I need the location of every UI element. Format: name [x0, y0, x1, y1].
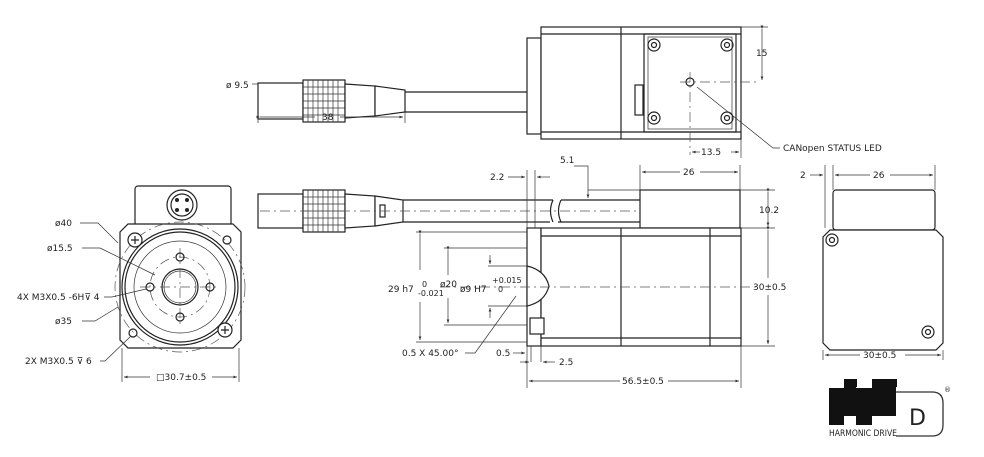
length-label: 56.5±0.5 [622, 377, 664, 387]
harmonic-drive-logo: D ® HARMONIC DRIVE [829, 379, 951, 439]
d35-label: ø35 [55, 317, 72, 327]
rear-dimensions: 2 26 30±0.5 [800, 165, 944, 361]
dim-0-5: 0.5 [496, 349, 510, 359]
side-view: 2.2 5.1 26 10.2 30±0.5 29 h7 0 -0.021 [257, 156, 786, 388]
dim-26: 26 [683, 168, 695, 178]
bore-tol-lower: 0 [498, 285, 503, 294]
dim-2-5: 2.5 [559, 358, 573, 368]
chamfer-label: 0.5 X 45.00° [402, 349, 458, 359]
d20-label: ø20 [440, 280, 457, 290]
pilot-tol-upper: 0 [422, 280, 427, 289]
height-label: 30±0.5 [753, 283, 786, 293]
rear-width-label: 30±0.5 [863, 351, 896, 361]
logo-text: HARMONIC DRIVE [829, 429, 897, 439]
logo-letter: D [909, 406, 926, 431]
side-dimensions: 2.2 5.1 26 10.2 30±0.5 29 h7 0 -0.021 [388, 156, 786, 388]
pilot-tol-lower: -0.021 [418, 289, 444, 298]
dim-10-2: 10.2 [759, 206, 779, 216]
bore-label: ø9 H7 [460, 285, 487, 295]
front-view: ø40 ø15.5 4X M3X0.5 -6H⊽ 4 ø35 2X M3X0.5… [17, 185, 246, 383]
dim-5-1: 5.1 [560, 156, 574, 166]
rear-view: 2 26 30±0.5 [800, 165, 944, 361]
top-dimensions: 38 ø 9.5 15 13.5 CANopen STATUS LED [226, 25, 882, 158]
bore-tol-upper: +0.015 [492, 276, 522, 285]
cable-diameter-label: ø 9.5 [226, 81, 249, 91]
led-callout: CANopen STATUS LED [783, 144, 882, 154]
pilot-label: 29 h7 [388, 285, 414, 295]
mount-holes-label: 2X M3X0.5 ⊽ 6 [25, 357, 92, 367]
square-size-label: □30.7±0.5 [156, 373, 206, 383]
logo-registered: ® [944, 386, 951, 394]
d40-label: ø40 [55, 219, 72, 229]
led-offset-label: 13.5 [701, 148, 721, 158]
tapped-holes-label: 4X M3X0.5 -6H⊽ 4 [17, 293, 100, 303]
connector-length-label: 38 [322, 113, 334, 123]
d15-5-label: ø15.5 [47, 244, 73, 254]
motor-body-top [526, 26, 760, 155]
rear-dim-26: 26 [873, 171, 885, 181]
dim-2: 2 [800, 171, 806, 181]
led-height-label: 15 [756, 49, 767, 59]
front-dimensions: ø40 ø15.5 4X M3X0.5 -6H⊽ 4 ø35 2X M3X0.5… [17, 219, 240, 383]
connector-plug [257, 79, 406, 123]
top-view: 38 ø 9.5 15 13.5 CANopen STATUS LED [226, 25, 882, 158]
dim-2-2: 2.2 [490, 173, 504, 183]
